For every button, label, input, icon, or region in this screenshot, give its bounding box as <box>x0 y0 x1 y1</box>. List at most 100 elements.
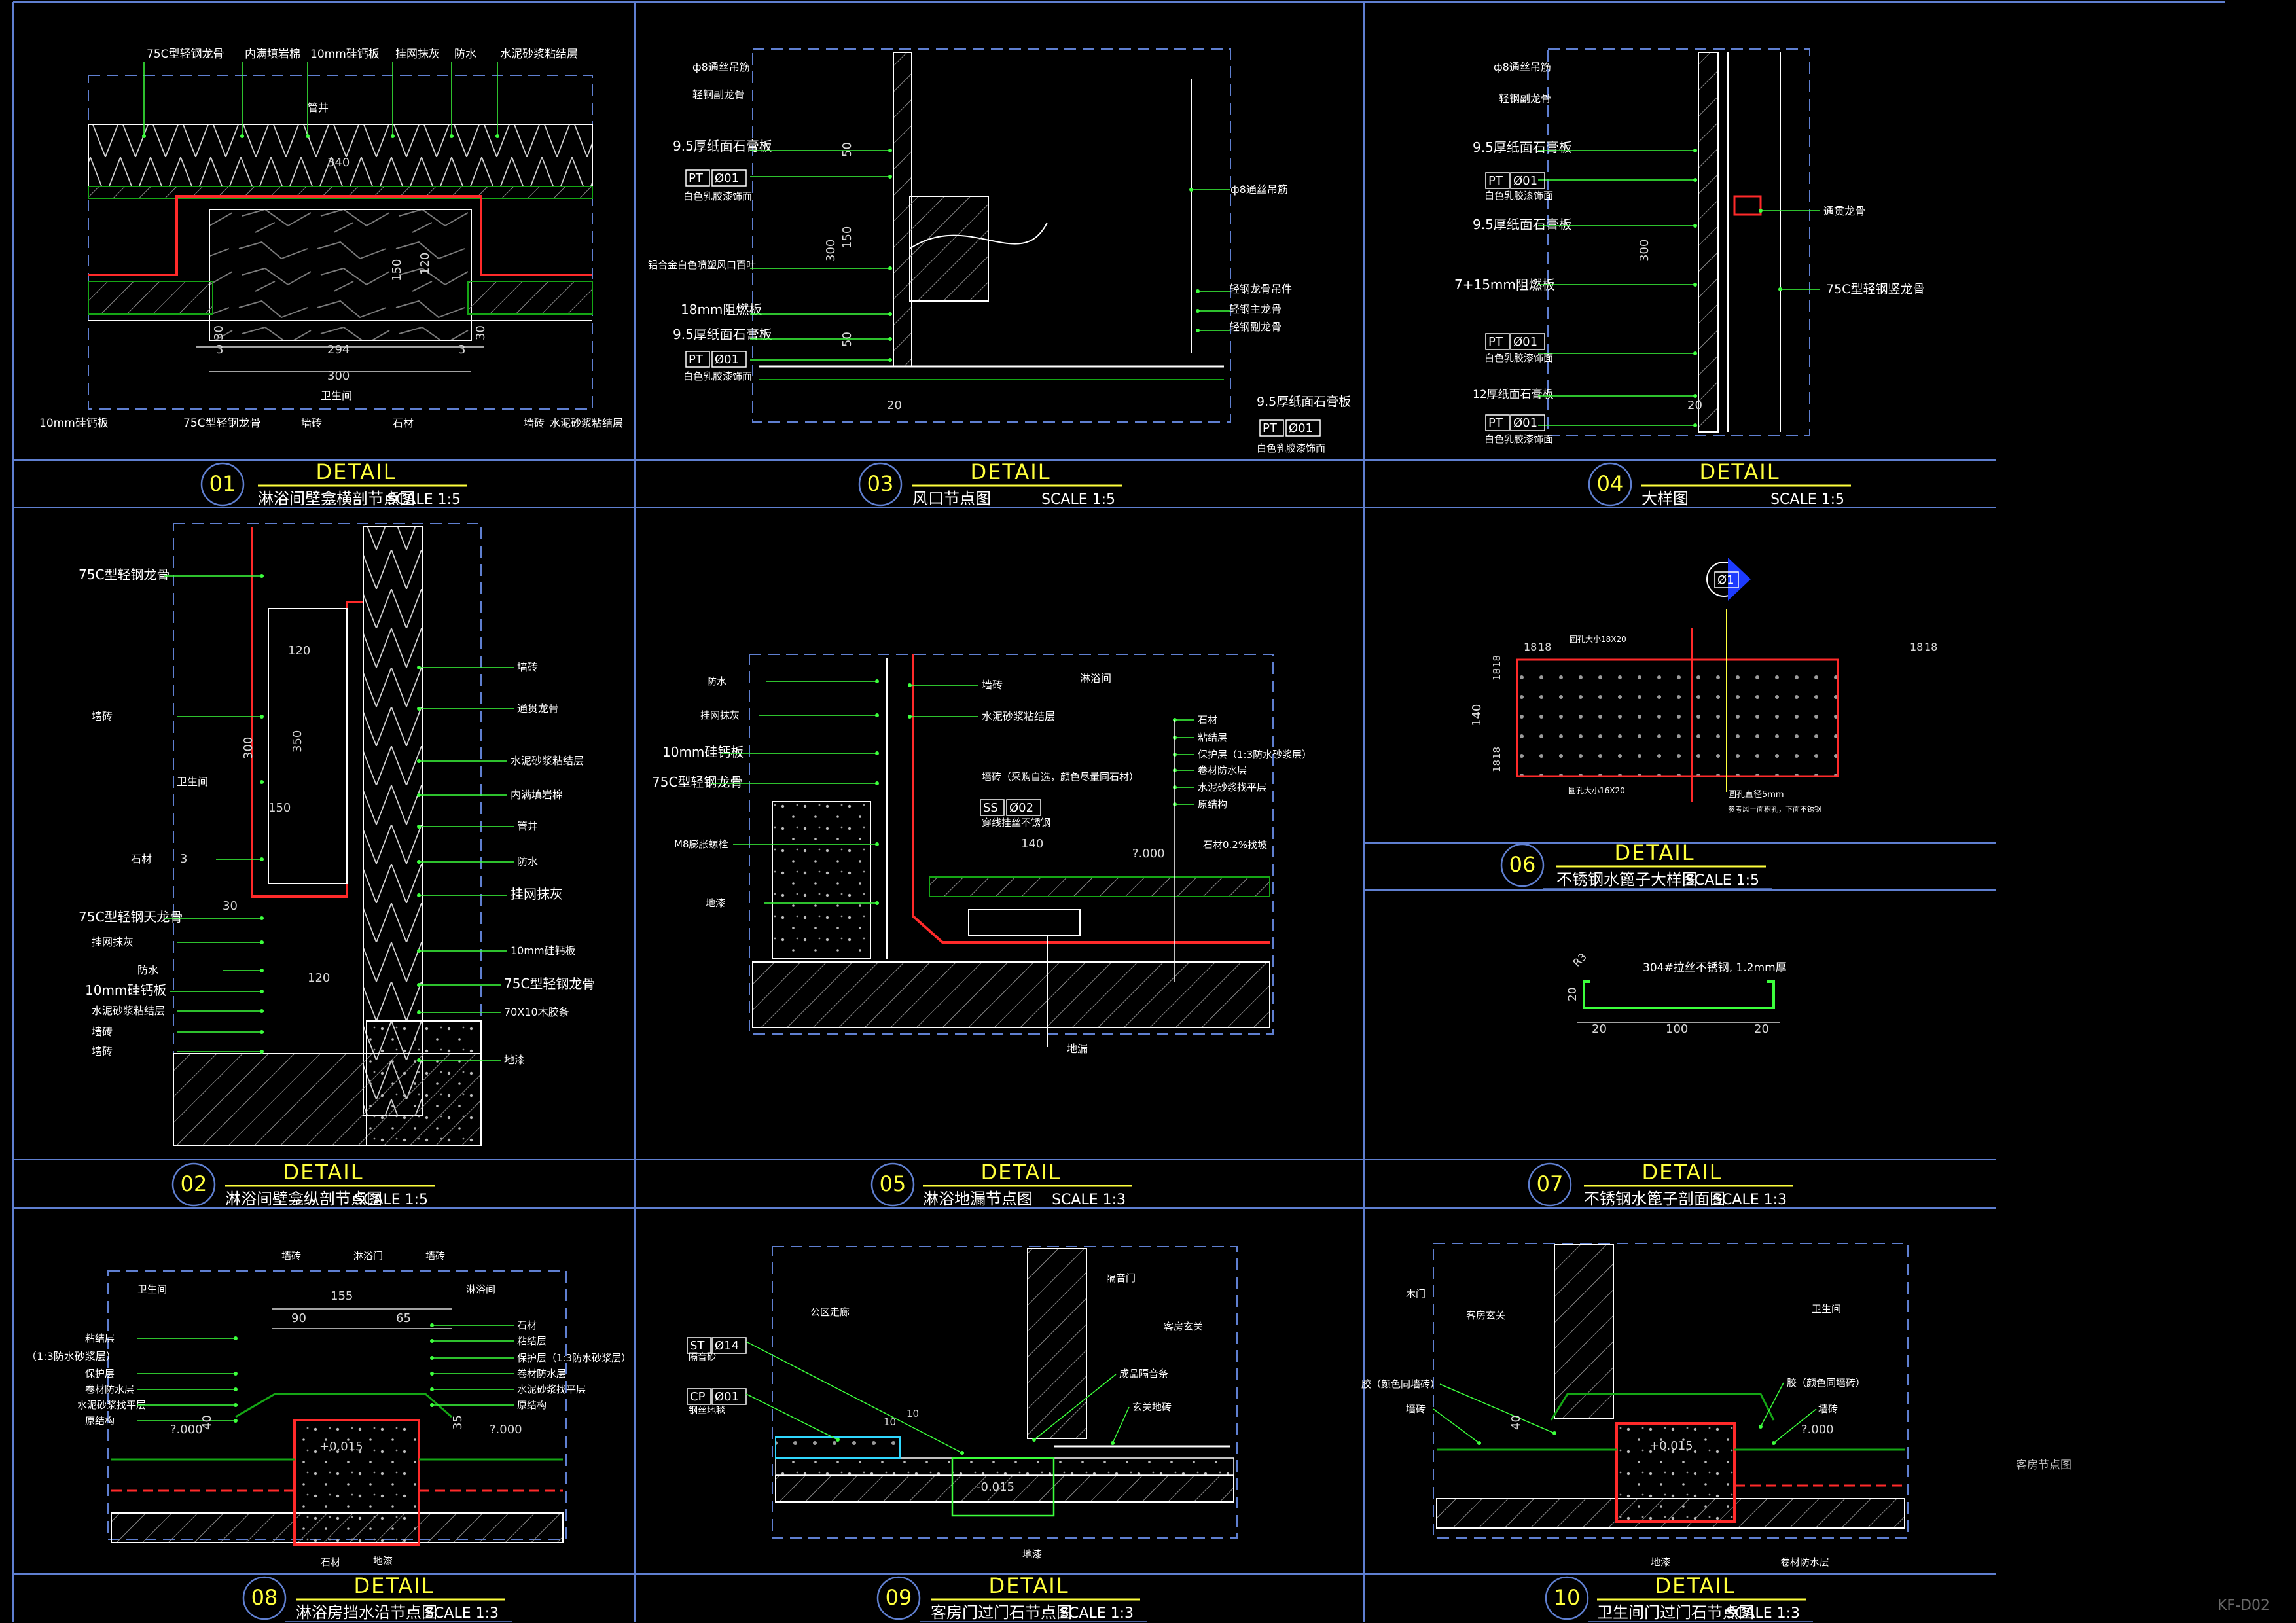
leader-dot <box>1759 1425 1763 1429</box>
leader-dot <box>1693 283 1697 287</box>
leader-dot <box>960 1451 964 1455</box>
dimension-label: 3 <box>180 852 187 866</box>
leader-dot <box>260 715 264 719</box>
dimension-label: 350 <box>291 730 304 753</box>
callout-label: 304#拉丝不锈钢, 1.2mm厚 <box>1643 961 1787 974</box>
callout-label: 水泥砂浆粘结层 <box>511 755 584 767</box>
leader-dot <box>875 679 879 683</box>
waterproof-line <box>88 195 592 276</box>
callout-label: 石材 <box>517 1319 537 1331</box>
dimension-label: 140 <box>1021 837 1043 851</box>
callout-label: 粘结层 <box>85 1332 115 1344</box>
detail-heading: DETAIL <box>315 459 396 484</box>
callout-label: 保护层（1:3防水砂浆层） <box>517 1352 631 1364</box>
callout-label: 轻钢主龙骨 <box>1229 303 1282 315</box>
dimension-label: 30 <box>474 325 488 340</box>
detail-name: 淋浴地漏节点图 <box>923 1190 1033 1208</box>
detail-scale: SCALE 1:5 <box>1041 491 1115 508</box>
detail-scale: SCALE 1:5 <box>387 491 461 508</box>
spec-tag: ST <box>690 1339 705 1353</box>
leader-dot <box>430 1372 434 1376</box>
leader-line <box>1773 1408 1817 1444</box>
spec-tag-box <box>1485 414 1510 431</box>
detail-name: 淋浴间壁龛纵剖节点图 <box>225 1190 382 1208</box>
dimension-label: 30 <box>223 899 238 913</box>
leader-dot <box>234 1372 238 1376</box>
spec-tag: PT <box>689 353 704 366</box>
callout-label: 保护层 <box>85 1368 115 1380</box>
dimension-label: 40 <box>200 1415 214 1430</box>
detail-number-circle <box>1500 843 1545 887</box>
callout-label: 石材 <box>393 417 414 429</box>
callout-label: 参考风土面积孔，下面不锈钢 <box>1728 804 1821 813</box>
dimension-label: 30 <box>212 325 226 340</box>
detail-name: 淋浴房挡水沿节点图 <box>296 1603 437 1622</box>
detail-number-circle <box>876 1576 921 1620</box>
spec-tag: Ø01 <box>715 171 739 185</box>
detail-number: 10 <box>1554 1585 1581 1610</box>
callout-label: 客房玄关 <box>1164 1321 1203 1332</box>
detail-number-circle <box>171 1162 216 1207</box>
floor-slab <box>752 961 1270 1028</box>
detail-name: 大样图 <box>1641 490 1689 508</box>
callout-label: 轻钢副龙骨 <box>1229 321 1282 333</box>
spec-tag: CP <box>690 1390 706 1404</box>
callout-label: 地漆 <box>706 897 725 909</box>
spec-tag: Ø1 <box>1717 573 1734 587</box>
drain-body <box>968 909 1081 936</box>
channel <box>1733 195 1762 216</box>
callout-label: 内满填岩棉 <box>511 789 563 801</box>
callout-label: 地漆 <box>504 1054 525 1066</box>
spec-tag: Ø01 <box>1513 335 1537 349</box>
detail-number-circle <box>870 1162 915 1207</box>
dimension-label: 140 <box>1470 704 1484 726</box>
callout-label: 原结构 <box>85 1415 115 1427</box>
detail-scale: SCALE 1:3 <box>1726 1605 1800 1622</box>
detail-scale: SCALE 1:5 <box>354 1192 428 1208</box>
leader-dot <box>430 1323 434 1327</box>
callout-label: 木门 <box>1406 1288 1426 1300</box>
dimension-label: -0.015 <box>977 1480 1014 1494</box>
detail-heading: DETAIL <box>980 1160 1061 1185</box>
callout-label: （1:3防水砂浆层） <box>26 1350 117 1363</box>
callout-label: 70X10木胶条 <box>504 1006 569 1018</box>
leader-dot <box>1111 1441 1115 1445</box>
detail-number: 09 <box>886 1585 912 1610</box>
spec-tag-box <box>1285 419 1321 437</box>
wall-board <box>893 52 912 367</box>
leader-dot <box>417 893 421 897</box>
leader-dot <box>260 940 264 944</box>
dimension-label: 3 <box>216 343 223 357</box>
detail-number: 04 <box>1597 471 1624 496</box>
leader-dot <box>1693 149 1697 152</box>
callout-label: 卷材防水层 <box>1780 1556 1829 1568</box>
callout-label: 石材0.2%找坡 <box>1203 839 1267 851</box>
callout-label: 墙砖 <box>92 710 113 722</box>
leader-line <box>1760 1382 1784 1427</box>
callout-label: 原结构 <box>1198 798 1227 810</box>
callout-label: 75C型轻钢龙骨 <box>147 48 224 61</box>
dimension-label: 120 <box>288 644 310 658</box>
callout-label: 防水 <box>517 855 538 868</box>
callout-label: 10mm硅钙板 <box>310 48 380 61</box>
spec-tag-box <box>711 1337 747 1354</box>
dimension-label: 20 <box>1754 1022 1769 1036</box>
leader-dot <box>1772 1441 1776 1445</box>
leader-dot <box>260 969 264 972</box>
spec-tag-box <box>1510 333 1545 350</box>
leader-dot <box>417 825 421 829</box>
callout-label: M8膨胀螺栓 <box>674 838 728 850</box>
leader-line <box>745 1341 963 1454</box>
leader-dot <box>430 1339 434 1343</box>
callout-label: 防水 <box>137 964 158 976</box>
door-leaf <box>1554 1244 1614 1419</box>
leader-dot <box>888 337 892 341</box>
leader-dot <box>430 1403 434 1407</box>
callout-label: 18mm阻燃板 <box>681 302 762 317</box>
leader-dot <box>1693 178 1697 182</box>
callout-label: 卷材防水层 <box>85 1383 134 1395</box>
spec-tag: Ø02 <box>1009 801 1033 815</box>
grate-profile <box>1583 980 1775 1009</box>
